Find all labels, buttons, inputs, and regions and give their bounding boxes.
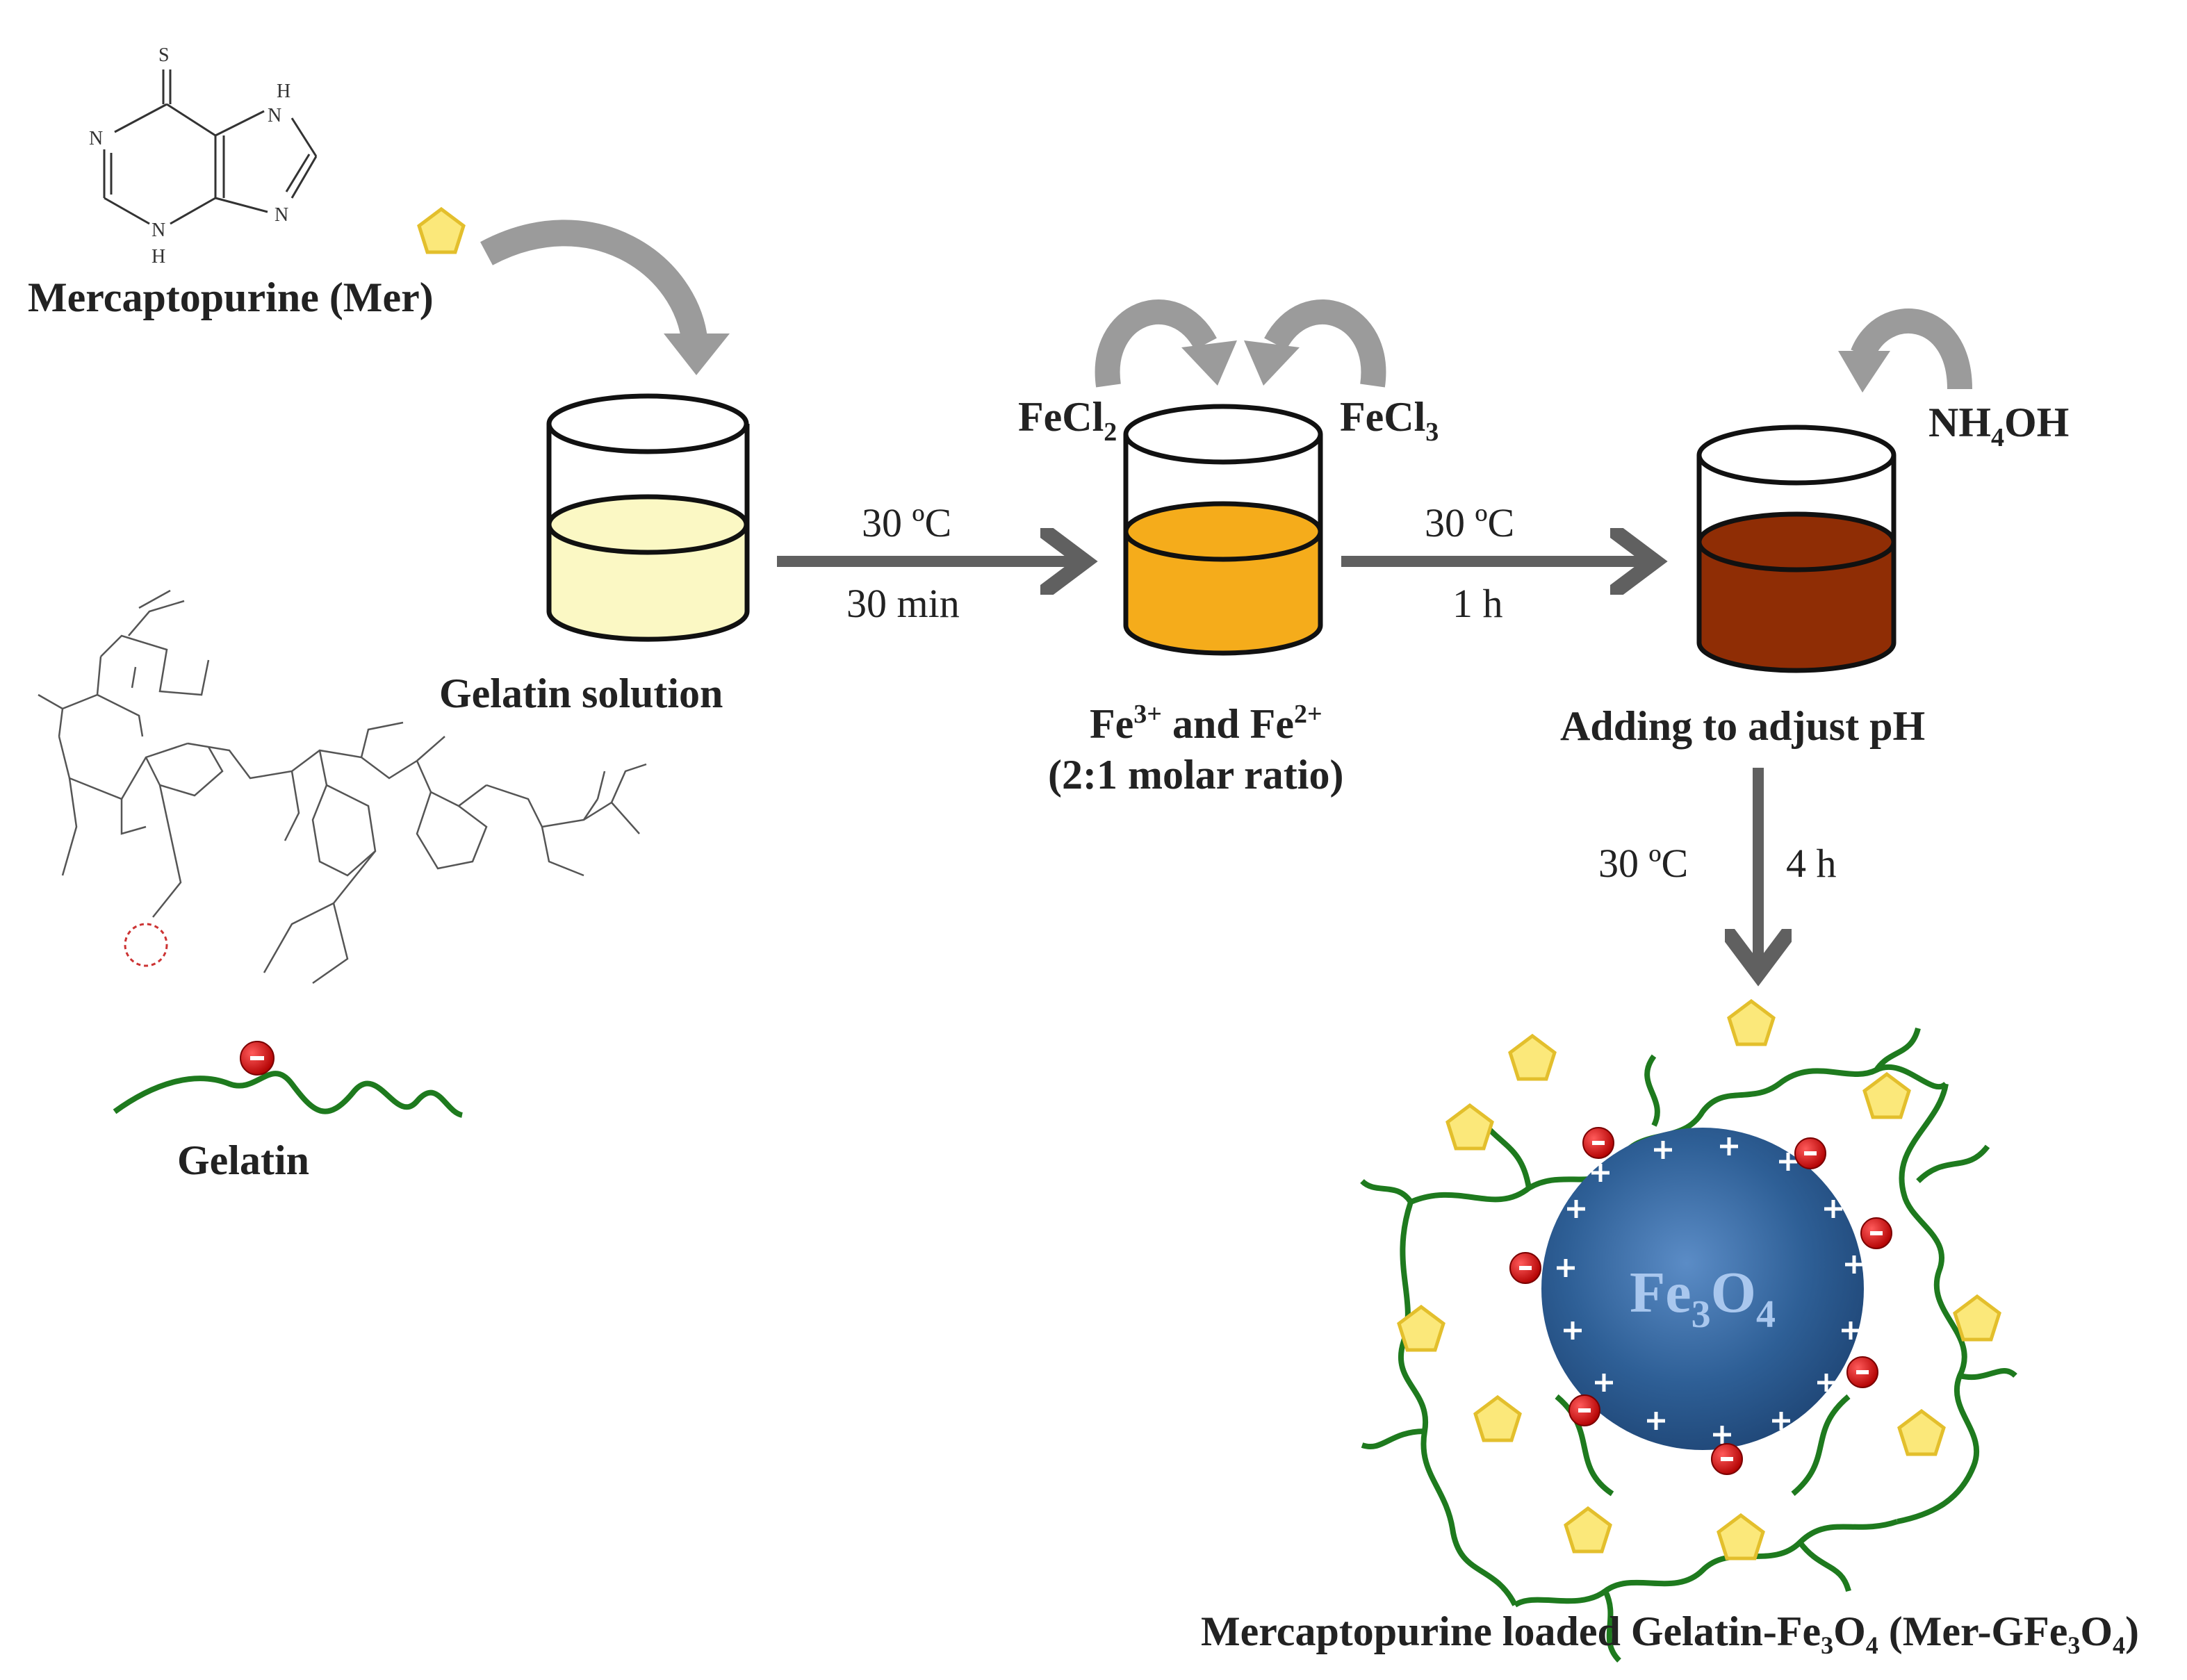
charge-bead <box>1568 1394 1600 1426</box>
drug-pentagon <box>1448 1105 1492 1148</box>
beaker-iron-mix <box>1123 404 1323 656</box>
adjust-ph-label: Adding to adjust pH <box>1560 703 1925 749</box>
atom-h-top: H <box>277 81 290 102</box>
step2-temp: 30 ºC <box>1425 500 1514 545</box>
mercaptopurine-pentagon <box>419 209 464 252</box>
gelatin-charge-bead <box>240 1041 275 1076</box>
drug-pentagon <box>1475 1397 1520 1440</box>
drug-pentagon <box>1510 1036 1555 1079</box>
charge-bead <box>1509 1252 1541 1284</box>
mercaptopurine-structure <box>103 69 318 225</box>
nh4oh-label: NH4OH <box>1928 400 2069 452</box>
drug-pentagon <box>1729 1001 1774 1044</box>
atom-n1: N <box>89 128 103 149</box>
nanoparticle-label: Mercaptopurine loaded Gelatin-Fe3O4 (Mer… <box>1201 1608 2139 1659</box>
charge-bead <box>1860 1217 1892 1249</box>
iron-ratio-label-line1: Fe3+ and Fe2+ <box>1090 700 1322 747</box>
atom-n-top: N <box>268 105 281 126</box>
fecl2-label: FeCl2 <box>1018 394 1117 447</box>
gelatin-structure <box>38 589 647 985</box>
step2-time: 1 h <box>1452 581 1503 626</box>
charge-bead <box>1794 1137 1826 1169</box>
drug-pentagon <box>1719 1515 1763 1558</box>
gelatin-label: Gelatin <box>177 1137 309 1183</box>
charge-bead <box>1846 1356 1878 1388</box>
step3-time: 4 h <box>1786 841 1837 886</box>
atom-n2: N <box>275 204 288 226</box>
curved-arrow-fecl2 <box>1095 299 1237 388</box>
curved-arrow-nh4oh <box>1838 308 1972 393</box>
fe3o4-core <box>1541 1128 1864 1450</box>
charge-bead <box>1711 1443 1743 1475</box>
atom-n3: N <box>151 220 165 241</box>
step1-time: 30 min <box>846 581 960 626</box>
drug-pentagon <box>1566 1508 1610 1551</box>
nanoparticle: Fe3O4 <box>1360 1001 2017 1663</box>
iron-ratio-label-line2: (2:1 molar ratio) <box>1048 752 1343 798</box>
gelatin-chain-cartoon <box>113 1071 464 1118</box>
step3-temp: 30 ºC <box>1598 841 1688 886</box>
drug-pentagon <box>1955 1296 1999 1340</box>
step1-temp: 30 ºC <box>862 500 951 545</box>
nanoparticle-gelatin-chains <box>1360 1027 2017 1663</box>
gelatin-carboxyl-highlight <box>124 923 168 967</box>
curved-arrow-fecl3 <box>1244 299 1386 388</box>
atom-s: S <box>158 44 170 66</box>
core-surface-charges <box>1557 1137 1863 1444</box>
drug-pentagon <box>1899 1411 1944 1454</box>
beaker-base <box>1696 425 1897 673</box>
atom-h-bottom: H <box>151 246 165 267</box>
charge-bead <box>1582 1127 1614 1159</box>
curved-arrow-mer <box>480 220 730 375</box>
fecl3-label: FeCl3 <box>1340 394 1439 447</box>
drug-pentagon <box>1865 1074 1909 1117</box>
gelatin-solution-label: Gelatin solution <box>439 670 723 716</box>
beaker-gelatin-solution <box>546 393 750 642</box>
mercaptopurine-label: Mercaptopurine (Mer) <box>28 274 434 320</box>
